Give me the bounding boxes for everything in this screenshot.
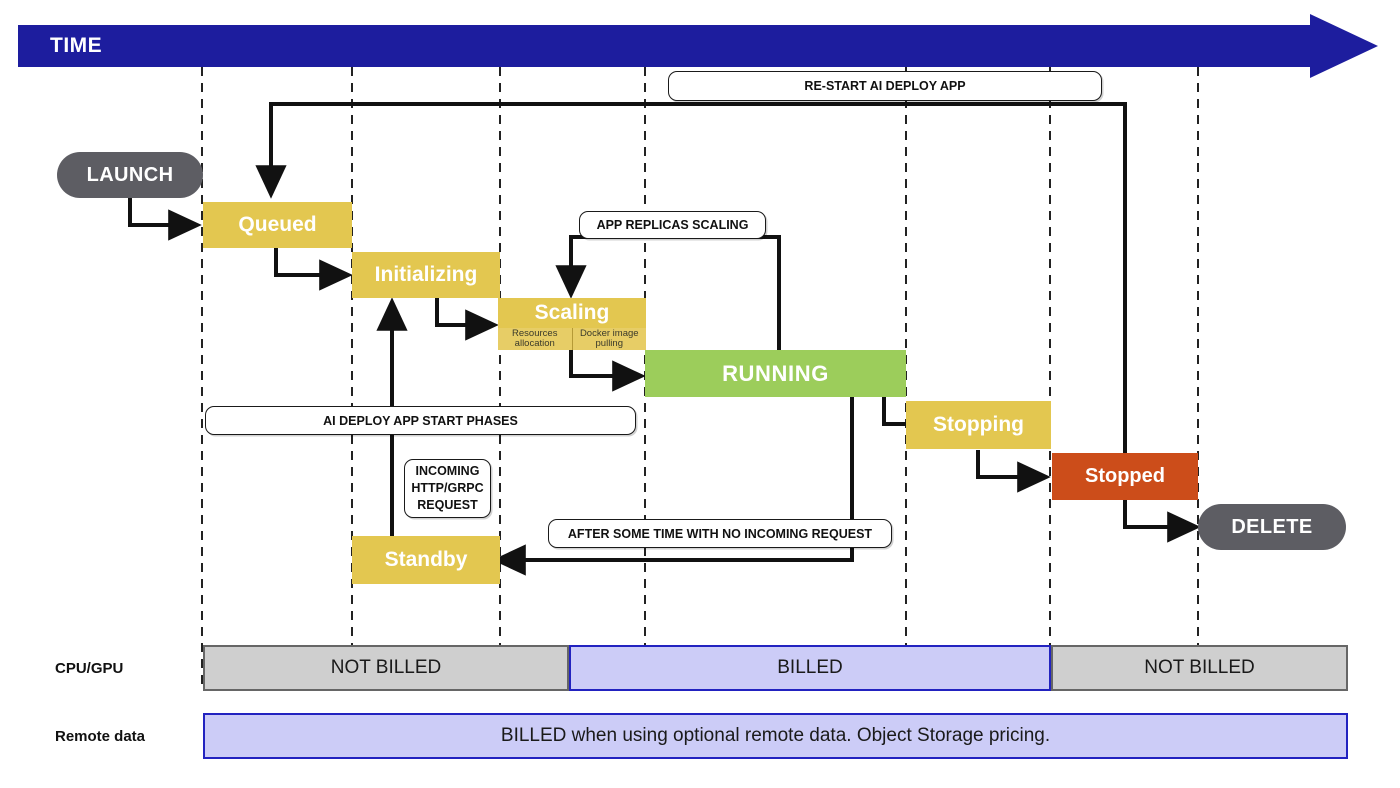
phase-stopping[interactable]: Stopping xyxy=(906,401,1051,449)
phase-initializing-label: Initializing xyxy=(374,263,478,286)
billing-row-label-cpu-gpu: CPU/GPU xyxy=(55,660,124,677)
phase-standby-label: Standby xyxy=(384,548,468,571)
launch-terminal[interactable]: LAUNCH xyxy=(57,152,203,198)
note-app-replicas-scaling[interactable]: APP REPLICAS SCALING xyxy=(579,211,766,239)
note-start-phases[interactable]: AI DEPLOY APP START PHASES xyxy=(205,406,636,435)
phase-scaling-label-row: Scaling xyxy=(498,298,646,328)
note-incoming-request[interactable]: INCOMING HTTP/GRPC REQUEST xyxy=(404,459,491,518)
delete-terminal[interactable]: DELETE xyxy=(1198,504,1346,550)
billing-segment-cpu-notbilled-left: NOT BILLED xyxy=(203,645,569,691)
note-no-incoming-request-label: AFTER SOME TIME WITH NO INCOMING REQUEST xyxy=(567,526,873,541)
time-banner-label: TIME xyxy=(50,34,103,57)
phase-queued[interactable]: Queued xyxy=(203,202,352,248)
phase-stopping-label: Stopping xyxy=(933,413,1024,436)
phase-stopped[interactable]: Stopped xyxy=(1052,453,1198,500)
time-banner xyxy=(18,25,1328,67)
phase-stopped-label: Stopped xyxy=(1085,465,1165,487)
note-restart-app-label: RE-START AI DEPLOY APP xyxy=(804,79,966,93)
billing-segment-cpu-billed: BILLED xyxy=(569,645,1051,691)
note-restart-app[interactable]: RE-START AI DEPLOY APP xyxy=(668,71,1102,101)
billing-segment-remote-data: BILLED when using optional remote data. … xyxy=(203,713,1348,759)
phase-queued-label: Queued xyxy=(238,213,317,236)
phase-scaling-substeps: Resources allocation Docker image pullin… xyxy=(498,328,646,350)
phase-running[interactable]: RUNNING xyxy=(645,350,906,397)
note-app-replicas-scaling-label: APP REPLICAS SCALING xyxy=(596,218,749,232)
phase-scaling-label: Scaling xyxy=(534,301,610,324)
phase-initializing[interactable]: Initializing xyxy=(352,252,500,298)
launch-terminal-label: LAUNCH xyxy=(86,163,174,186)
note-incoming-request-label: INCOMING HTTP/GRPC REQUEST xyxy=(411,464,484,512)
note-start-phases-label: AI DEPLOY APP START PHASES xyxy=(323,413,518,428)
phase-running-label: RUNNING xyxy=(722,360,829,386)
delete-terminal-label: DELETE xyxy=(1231,515,1313,538)
billing-row-label-remote-data: Remote data xyxy=(55,728,146,745)
transition-arrows xyxy=(128,102,1201,576)
phase-standby[interactable]: Standby xyxy=(352,536,500,584)
note-no-incoming-request[interactable]: AFTER SOME TIME WITH NO INCOMING REQUEST xyxy=(548,519,892,548)
substep-resources-allocation: Resources allocation xyxy=(498,328,572,350)
phase-scaling[interactable]: Scaling Resources allocation Docker imag… xyxy=(498,298,646,350)
billing-segment-cpu-notbilled-right: NOT BILLED xyxy=(1051,645,1348,691)
substep-docker-image-pulling: Docker image pulling xyxy=(571,328,646,350)
